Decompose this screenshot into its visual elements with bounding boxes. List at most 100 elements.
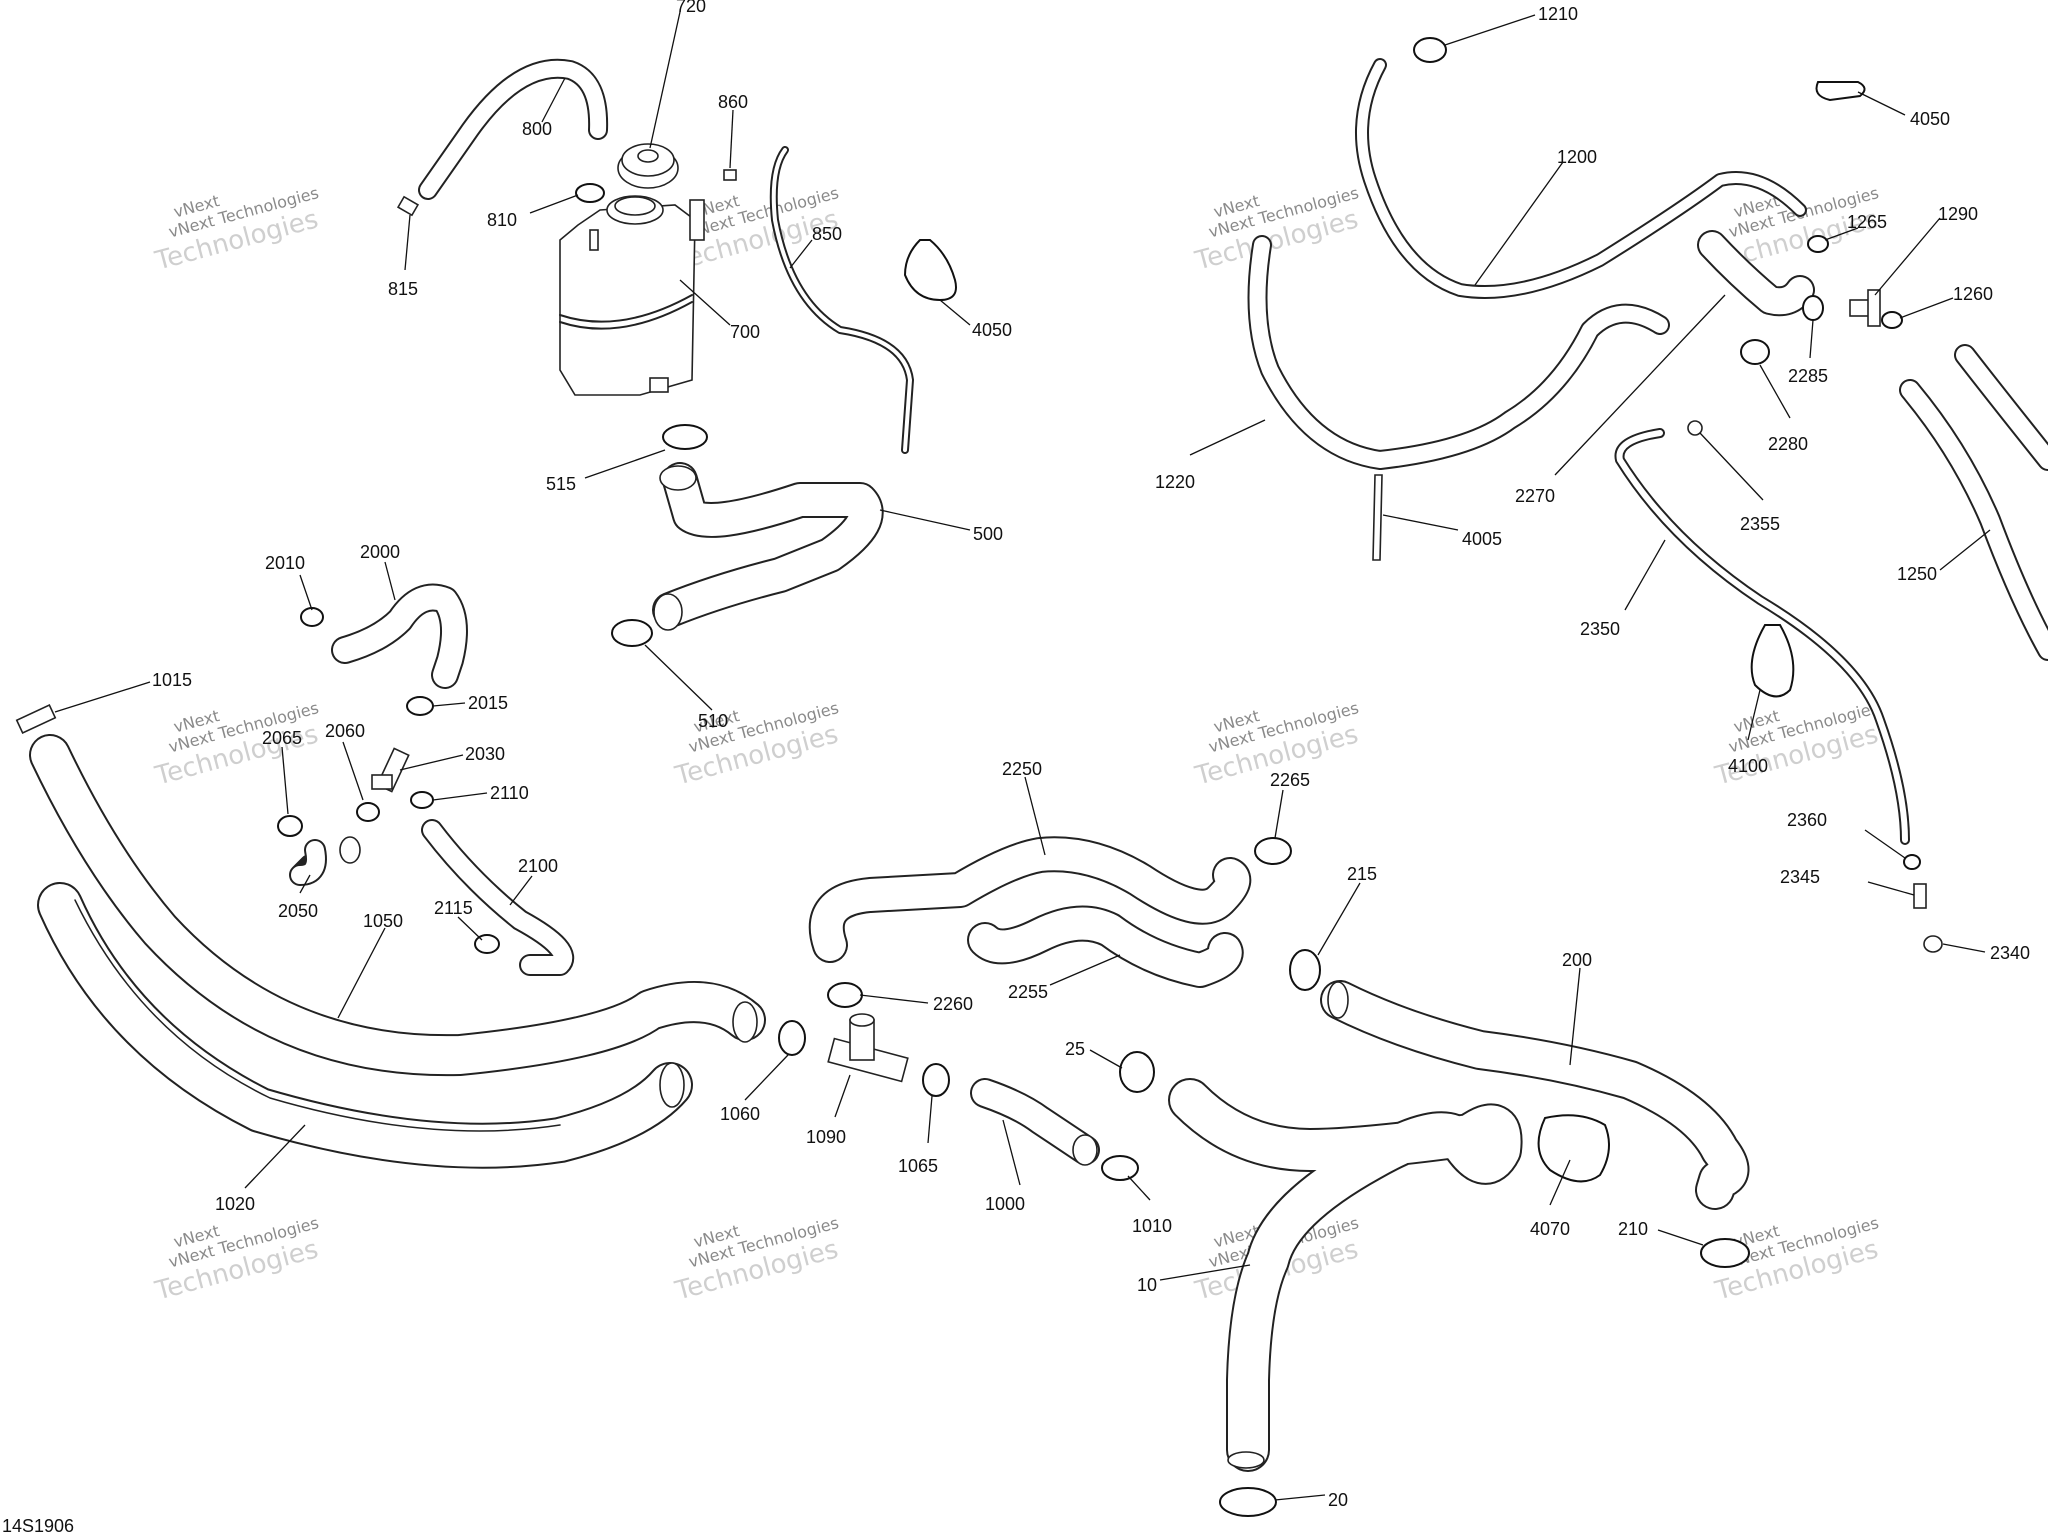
clamp-515 [662, 424, 708, 450]
callout-860: 860 [718, 92, 748, 112]
clip-4050a [903, 239, 957, 302]
clamp-1260 [1881, 311, 1903, 329]
callout-1250: 1250 [1897, 564, 1937, 584]
clamp-2010 [300, 607, 324, 627]
callout-2280: 2280 [1768, 434, 1808, 454]
clamp-1065 [922, 1063, 950, 1097]
callout-2285: 2285 [1788, 366, 1828, 386]
hose-2100 [421, 819, 575, 976]
clamp-210 [1700, 1238, 1750, 1268]
callout-2100: 2100 [518, 856, 558, 876]
callout-1265: 1265 [1847, 212, 1887, 232]
watermark: vNext vNext Technologies Technologies [151, 183, 321, 277]
hose-1000 [970, 1078, 1100, 1166]
reservoir-700 [559, 195, 705, 396]
clamp-2065 [277, 815, 303, 837]
callout-1290: 1290 [1938, 204, 1978, 224]
callout-1260: 1260 [1953, 284, 1993, 304]
callout-500: 500 [973, 524, 1003, 544]
callout-1200: 1200 [1557, 147, 1597, 167]
callout-515: 515 [546, 474, 576, 494]
callout-2350: 2350 [1580, 619, 1620, 639]
clamp-25 [1119, 1051, 1155, 1093]
callout-2250: 2250 [1002, 759, 1042, 779]
clamp-2285 [1802, 295, 1824, 321]
hose-2000 [331, 583, 468, 689]
diagram-code: 14S1906 [2, 1516, 74, 1536]
callout-4005: 4005 [1462, 529, 1502, 549]
clamp-2360 [1903, 854, 1921, 870]
hose-800 [418, 58, 609, 200]
callout-800: 800 [522, 119, 552, 139]
hose-2270 [1697, 230, 1815, 317]
clamp-2060 [356, 802, 380, 822]
clamp-2265 [1254, 837, 1292, 865]
callout-1020: 1020 [215, 1194, 255, 1214]
fitting-2340 [1923, 935, 1943, 953]
clamp-1210 [1413, 37, 1447, 63]
callout-1060: 1060 [720, 1104, 760, 1124]
clip-4070 [1537, 1114, 1610, 1183]
callout-2030: 2030 [465, 744, 505, 764]
clamp-20 [1219, 1487, 1277, 1517]
hose-1250 [1899, 344, 2048, 661]
clamp-2015 [406, 696, 434, 716]
fitting-2345 [1913, 883, 1927, 909]
watermark: vNext vNext Technologies Technologies [671, 698, 841, 792]
callout-2050: 2050 [278, 901, 318, 921]
callout-215: 215 [1347, 864, 1377, 884]
callout-2345: 2345 [1780, 867, 1820, 887]
callout-4050b: 4050 [1910, 109, 1950, 129]
fitting-2355 [1687, 420, 1703, 436]
callout-4100: 4100 [1728, 756, 1768, 776]
callout-1210: 1210 [1538, 4, 1578, 24]
callout-20: 20 [1328, 1490, 1348, 1510]
tee-1090 [827, 1013, 909, 1083]
fitting-1015 [15, 703, 57, 735]
clamp-2115 [474, 934, 500, 954]
strap-4005 [1372, 474, 1383, 561]
watermark: vNext vNext Technologies Technologies [1191, 183, 1361, 277]
clamp-215 [1289, 949, 1321, 991]
callout-1050: 1050 [363, 911, 403, 931]
callout-720: 720 [676, 0, 706, 16]
clip-4100 [1750, 624, 1795, 698]
callouts: 720 800 860 810 815 850 700 4050 515 500… [54, 0, 2030, 1510]
fitting-860 [723, 169, 737, 181]
watermark: vNext vNext Technologies Technologies [671, 1213, 841, 1307]
line-850 [769, 146, 914, 454]
callout-2260: 2260 [933, 994, 973, 1014]
callout-10: 10 [1137, 1275, 1157, 1295]
hose-2250 [808, 836, 1252, 963]
callout-2065: 2065 [262, 728, 302, 748]
parts [15, 37, 2048, 1517]
callout-2115: 2115 [434, 898, 473, 918]
clamp-2110 [410, 791, 434, 809]
hose-200 [1320, 980, 1750, 1210]
hose-1020 [37, 882, 693, 1169]
callout-2360: 2360 [1787, 810, 1827, 830]
callout-1000: 1000 [985, 1194, 1025, 1214]
callout-210: 210 [1618, 1219, 1648, 1239]
callout-1015: 1015 [152, 670, 192, 690]
callout-2000: 2000 [360, 542, 400, 562]
callout-2340: 2340 [1990, 943, 2030, 963]
hose-2255 [967, 905, 1244, 988]
fitting-815 [396, 195, 420, 217]
callout-700: 700 [730, 322, 760, 342]
callout-1220: 1220 [1155, 472, 1195, 492]
callout-1090: 1090 [806, 1127, 846, 1147]
callout-2270: 2270 [1515, 486, 1555, 506]
callout-850: 850 [812, 224, 842, 244]
hose-1220 [1247, 235, 1670, 470]
cap-720 [617, 143, 679, 189]
clamp-1010 [1101, 1155, 1139, 1181]
clamp-1265 [1807, 235, 1829, 253]
callout-2355: 2355 [1740, 514, 1780, 534]
callout-2010: 2010 [265, 553, 305, 573]
callout-200: 200 [1562, 950, 1592, 970]
hose-1200 [1355, 58, 1807, 299]
callout-1010: 1010 [1132, 1216, 1172, 1236]
hose-500 [652, 462, 884, 631]
clamp-1060 [778, 1020, 806, 1056]
